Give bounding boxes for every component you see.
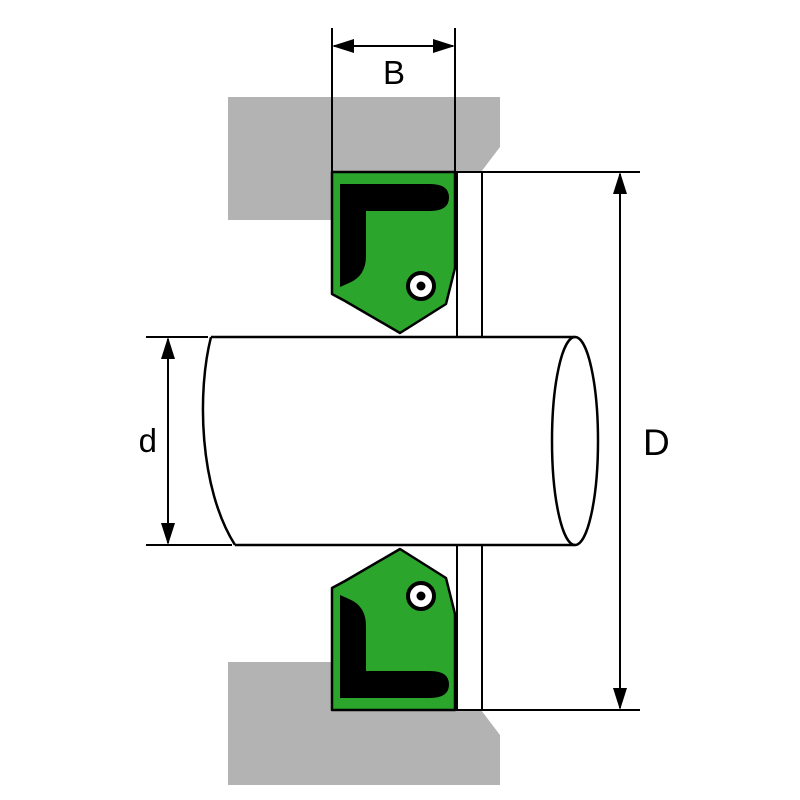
bore-d-arrowhead-top [613,172,627,194]
shaft-end-face [550,335,600,547]
b-dimension-label: B [383,54,405,91]
d-arrowhead-bottom [161,523,175,545]
b-arrowhead-left [332,39,354,53]
seal-top-spring-center-dot [416,281,426,291]
seal-bottom-metal-case [340,595,449,698]
d-dimension-label: d [139,422,157,459]
seal-top [330,170,457,335]
bore-d-dimension-label: D [643,422,670,463]
shaft-body-fill [202,337,575,545]
dimension-d-bore: D [613,172,670,710]
bore-d-arrowhead-bottom [613,688,627,710]
seal-bottom [330,547,457,712]
seal-top-metal-case [340,184,449,287]
shaft-break-curve [201,336,237,546]
seal-bottom-spring-center-dot [416,591,426,601]
d-arrowhead-top [161,337,175,359]
housing-top-block [228,97,500,220]
dimension-d-shaft: d [139,336,232,546]
shaft [201,335,600,547]
dimension-b: B [331,28,456,172]
housing-bottom-group [228,662,500,785]
housing-bottom-block [228,662,500,785]
b-arrowhead-right [433,39,455,53]
